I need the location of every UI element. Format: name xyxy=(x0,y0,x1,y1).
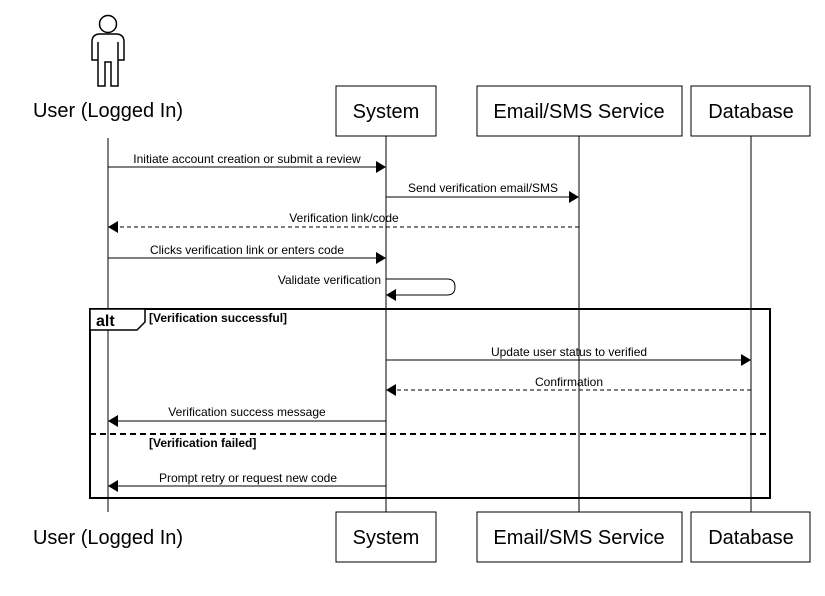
message-label-3: Verification link/code xyxy=(289,211,399,225)
message-label-5: Validate verification xyxy=(278,273,381,287)
alt-frame-tab xyxy=(89,308,146,331)
message-arrowhead-7 xyxy=(386,384,396,396)
message-label-2: Send verification email/SMS xyxy=(408,181,558,195)
alt-guard-success: [Verification successful] xyxy=(149,311,287,325)
participant-label-system-bottom: System xyxy=(353,527,420,549)
participant-label-database-top: Database xyxy=(708,101,794,123)
message-arrowhead-3 xyxy=(108,221,118,233)
message-label-1: Initiate account creation or submit a re… xyxy=(133,152,361,166)
participant-label-system-top: System xyxy=(353,101,420,123)
participant-box-email-bottom xyxy=(476,511,683,563)
participant-box-email-top xyxy=(476,85,683,137)
participant-label-email-top: Email/SMS Service xyxy=(493,101,664,123)
alt-guard-failure: [Verification failed] xyxy=(149,436,256,450)
participant-label-email-bottom: Email/SMS Service xyxy=(493,527,664,549)
message-label-8: Verification success message xyxy=(168,405,326,419)
participant-label-user-bottom: User (Logged In) xyxy=(33,527,183,549)
participant-box-system-top xyxy=(335,85,437,137)
message-label-9: Prompt retry or request new code xyxy=(159,471,337,485)
alt-frame xyxy=(89,308,771,499)
message-arrowhead-1 xyxy=(376,161,386,173)
message-arrowhead-8 xyxy=(108,415,118,427)
message-arrowhead-6 xyxy=(741,354,751,366)
message-line-5 xyxy=(386,278,456,296)
participant-box-database-bottom xyxy=(690,511,811,563)
message-arrowhead-5 xyxy=(386,289,396,301)
participant-box-system-bottom xyxy=(335,511,437,563)
message-label-4: Clicks verification link or enters code xyxy=(150,243,344,257)
user-actor-icon xyxy=(91,14,125,87)
message-label-7: Confirmation xyxy=(535,375,603,389)
alt-frame-keyword: alt xyxy=(96,313,115,330)
participant-box-database-top xyxy=(690,85,811,137)
participant-label-database-bottom: Database xyxy=(708,527,794,549)
participant-label-user-top: User (Logged In) xyxy=(33,100,183,122)
message-arrowhead-2 xyxy=(569,191,579,203)
message-label-6: Update user status to verified xyxy=(491,345,647,359)
message-arrowhead-4 xyxy=(376,252,386,264)
message-arrowhead-9 xyxy=(108,480,118,492)
